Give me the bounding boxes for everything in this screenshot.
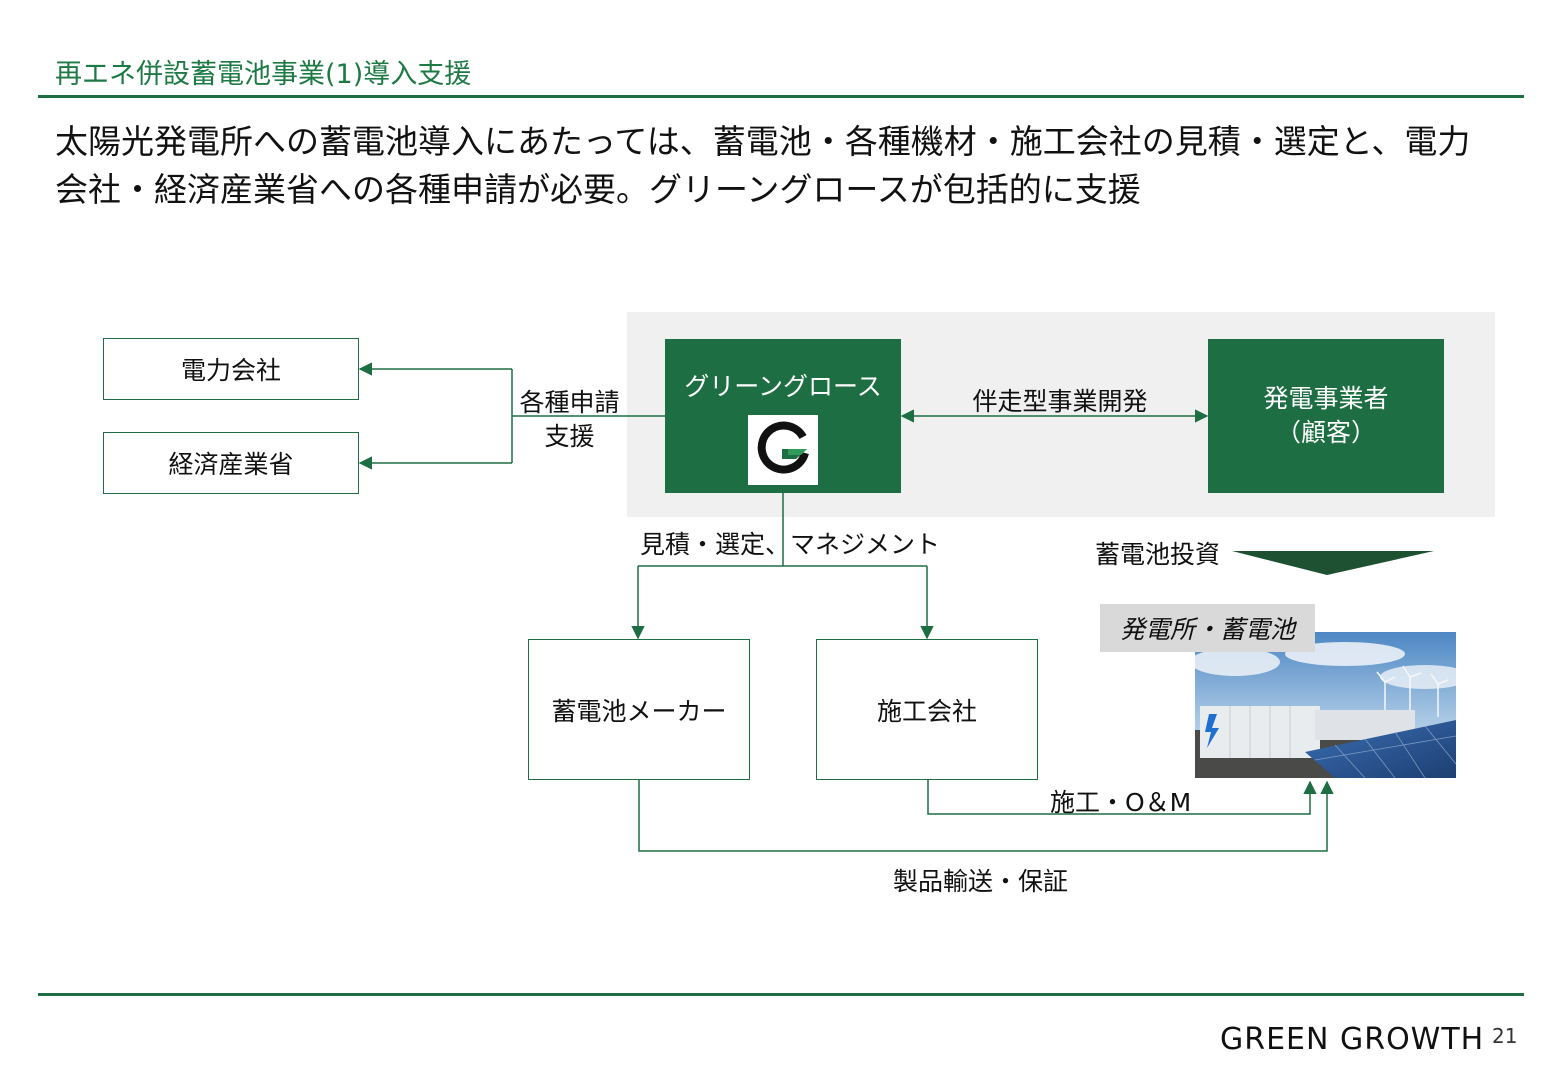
customer-label-line-1: 発電事業者	[1263, 384, 1389, 413]
power-plant-photo	[1195, 632, 1456, 778]
solar-battery-illustration	[1195, 632, 1456, 778]
application-support-label: 各種申請 支援	[512, 386, 627, 454]
footer-rule	[38, 993, 1524, 996]
om-connector	[927, 780, 1317, 815]
green-growth-label: グリーングロース	[684, 372, 882, 401]
green-growth-box: グリーングロース	[665, 339, 901, 493]
plant-tag: 発電所・蓄電池	[1100, 604, 1315, 652]
slide-title: 再エネ併設蓄電池事業(1)導入支援	[55, 59, 472, 90]
construction-company-box: 施工会社	[816, 639, 1038, 780]
lead-text: 太陽光発電所への蓄電池導入にあたっては、蓄電池・各種機材・施工会社の見積・選定と…	[55, 118, 1525, 214]
page-number: 21	[1492, 1024, 1518, 1048]
power-company-box: 電力会社	[103, 338, 359, 400]
partnership-label: 伴走型事業開発	[972, 387, 1148, 416]
meti-label: 経済産業省	[168, 450, 294, 479]
application-label-line-1: 各種申請	[519, 388, 620, 417]
plant-tag-label: 発電所・蓄電池	[1119, 615, 1295, 644]
investment-arrow	[1232, 551, 1434, 575]
battery-maker-label: 蓄電池メーカー	[551, 696, 727, 726]
transport-warranty-label: 製品輸送・保証	[893, 867, 1069, 896]
lead-line-2: 会社・経済産業省への各種申請が必要。グリーングロースが包括的に支援	[55, 170, 1141, 209]
power-company-label: 電力会社	[180, 356, 281, 385]
application-label-line-2: 支援	[544, 422, 595, 451]
application-connector	[358, 362, 665, 470]
management-connector	[631, 493, 934, 640]
green-growth-logo	[748, 415, 818, 485]
construction-company-label: 施工会社	[876, 696, 977, 726]
estimate-management-label: 見積・選定、マネジメント	[640, 530, 941, 559]
header-rule	[38, 95, 1524, 98]
construction-om-label: 施工・O＆M	[1050, 788, 1192, 817]
footer-brand: GREEN GROWTH	[1220, 1022, 1485, 1057]
meti-box: 経済産業省	[103, 432, 359, 494]
transport-connector	[638, 780, 1334, 852]
customer-label-line-2: （顧客）	[1275, 418, 1376, 447]
lead-line-1: 太陽光発電所への蓄電池導入にあたっては、蓄電池・各種機材・施工会社の見積・選定と…	[55, 122, 1471, 161]
g-logo-icon	[757, 421, 809, 474]
customer-box: 発電事業者 （顧客）	[1208, 339, 1444, 493]
battery-maker-box: 蓄電池メーカー	[528, 639, 750, 780]
investment-label: 蓄電池投資	[1095, 540, 1221, 569]
